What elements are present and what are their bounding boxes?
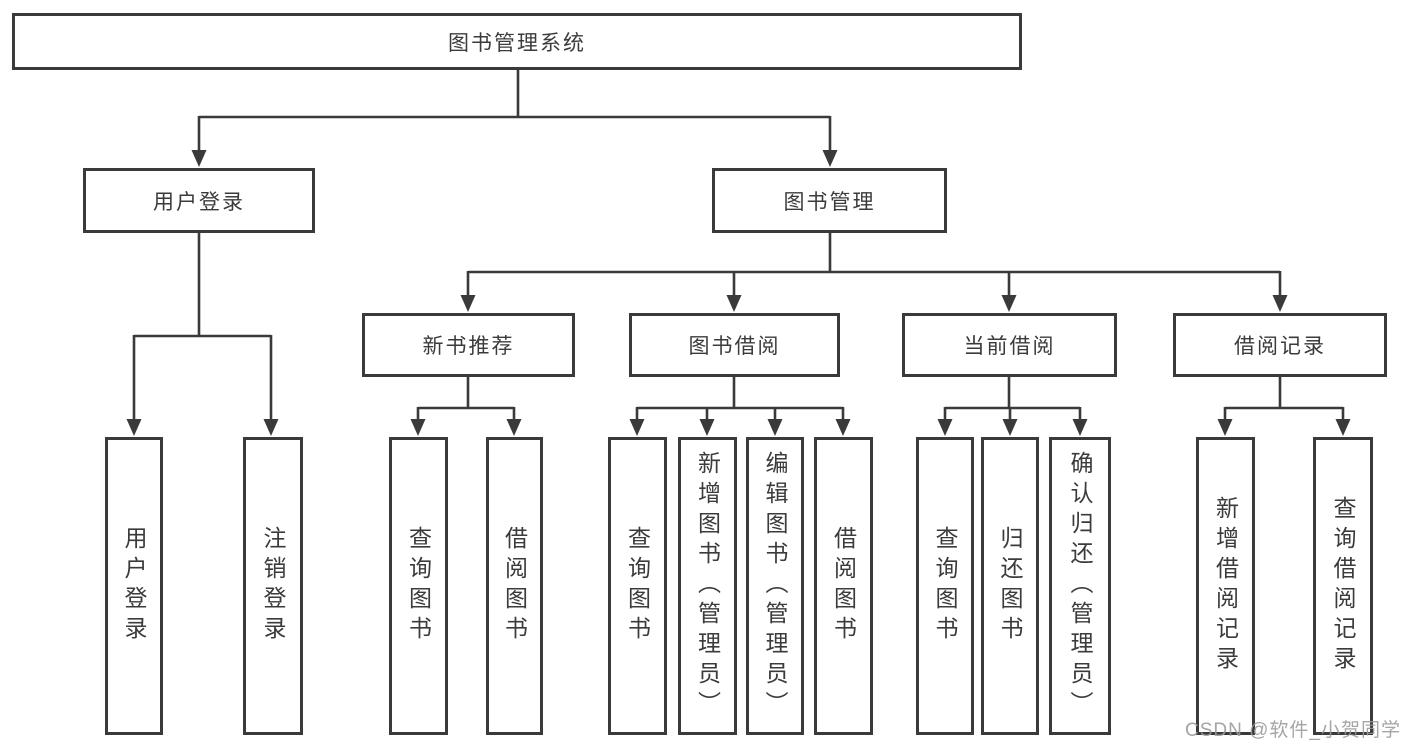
node-label: 借阅图书 bbox=[501, 526, 528, 646]
node-label: 用户登录 bbox=[153, 190, 245, 214]
node-label: 查询借阅记录 bbox=[1330, 496, 1356, 676]
leaf-add-borrow-record: 新增借阅记录 bbox=[1196, 437, 1255, 735]
node-label: 新增借阅记录 bbox=[1212, 496, 1239, 676]
leaf-query-books-current: 查询图书 bbox=[916, 437, 974, 735]
node-label: 图书管理系统 bbox=[448, 31, 586, 55]
node-label: 当前借阅 bbox=[963, 335, 1056, 358]
node-label: 借阅记录 bbox=[1234, 335, 1326, 358]
node-label: 查询图书 bbox=[405, 526, 432, 646]
leaf-add-books-admin: 新增图书（管理员） bbox=[678, 437, 737, 735]
node-book-management: 图书管理 bbox=[712, 168, 947, 233]
leaf-query-borrow-record: 查询借阅记录 bbox=[1313, 437, 1373, 735]
node-label: 注销登录 bbox=[260, 526, 286, 646]
leaf-borrow-books: 借阅图书 bbox=[814, 437, 873, 735]
node-label: 查询图书 bbox=[932, 526, 958, 646]
leaf-query-books-borrow: 查询图书 bbox=[608, 437, 667, 735]
node-label: 编辑图书（管理员） bbox=[762, 451, 788, 721]
node-label: 新书推荐 bbox=[422, 335, 515, 358]
node-label: 查询图书 bbox=[624, 526, 651, 646]
node-new-book-recommend: 新书推荐 bbox=[362, 313, 575, 377]
node-label: 归还图书 bbox=[997, 526, 1023, 646]
node-current-borrow: 当前借阅 bbox=[902, 313, 1117, 377]
leaf-edit-books-admin: 编辑图书（管理员） bbox=[746, 437, 804, 735]
node-borrow-records: 借阅记录 bbox=[1173, 313, 1387, 377]
node-label: 确认归还（管理员） bbox=[1067, 451, 1093, 721]
leaf-logout: 注销登录 bbox=[243, 437, 303, 735]
node-book-borrow: 图书借阅 bbox=[629, 313, 840, 377]
node-label: 用户登录 bbox=[121, 526, 147, 646]
node-label: 借阅图书 bbox=[830, 526, 857, 646]
leaf-return-books: 归还图书 bbox=[981, 437, 1039, 735]
node-label: 图书借阅 bbox=[688, 335, 781, 358]
leaf-query-books-recommend: 查询图书 bbox=[389, 437, 448, 735]
node-library-management-system: 图书管理系统 bbox=[12, 13, 1022, 70]
leaf-borrow-books-recommend: 借阅图书 bbox=[486, 437, 543, 735]
leaf-user-login: 用户登录 bbox=[105, 437, 163, 735]
node-label: 图书管理 bbox=[783, 190, 876, 214]
node-label: 新增图书（管理员） bbox=[694, 451, 721, 721]
leaf-confirm-return-admin: 确认归还（管理员） bbox=[1049, 437, 1111, 735]
csdn-watermark: CSDN @软件_小贺同学 bbox=[1185, 720, 1401, 741]
node-user-login: 用户登录 bbox=[83, 168, 315, 233]
